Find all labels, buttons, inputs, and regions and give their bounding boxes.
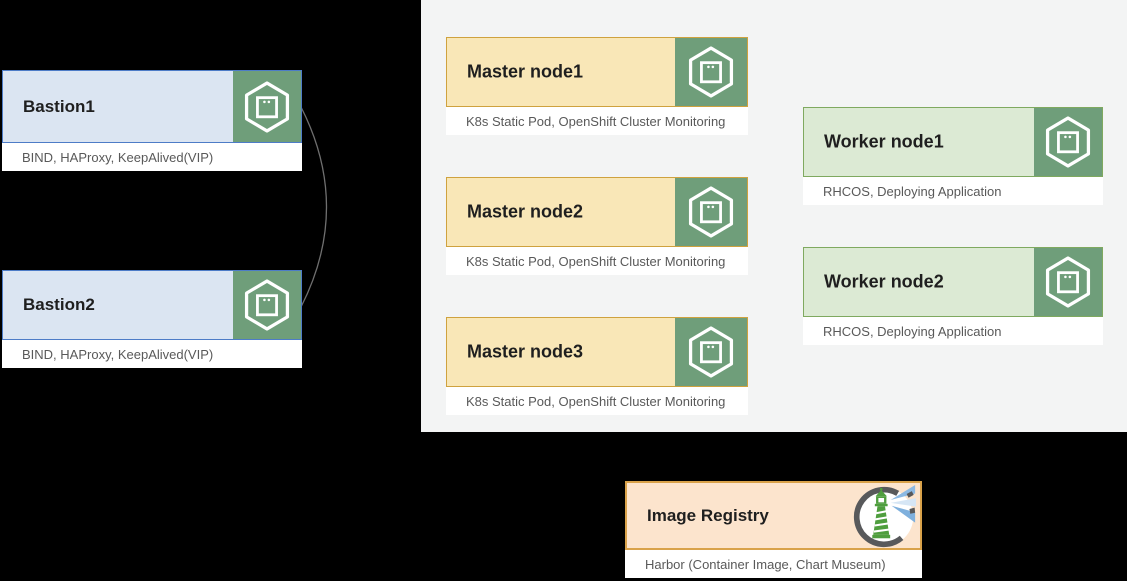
okd-icon-tile	[675, 178, 747, 246]
node-subtitle: K8s Static Pod, OpenShift Cluster Monito…	[446, 247, 748, 275]
okd-hexagon-icon	[1045, 256, 1091, 308]
node-subtitle: Harbor (Container Image, Chart Museum)	[625, 550, 922, 578]
node-box: Master node1	[446, 37, 748, 107]
node-box: Master node3	[446, 317, 748, 387]
node-title: Image Registry	[647, 505, 769, 525]
okd-hexagon-icon	[688, 186, 734, 238]
node-title: Bastion2	[23, 295, 95, 314]
node-title: Master node3	[467, 341, 584, 362]
node-bastion2: Bastion2 BIND, HAProxy, KeepAlived(VIP)	[2, 270, 302, 368]
okd-hexagon-icon	[688, 46, 734, 98]
harbor-lighthouse-icon	[853, 485, 917, 548]
okd-icon-tile	[1034, 108, 1102, 176]
node-master1: Master node1 K8s Static Pod, OpenShift C…	[446, 37, 748, 135]
node-title: Bastion1	[23, 96, 95, 116]
okd-hexagon-icon	[244, 279, 290, 331]
node-bastion1: Bastion1 BIND, HAProxy, KeepAlived(VIP)	[2, 70, 302, 171]
okd-hexagon-icon	[244, 80, 290, 133]
node-image-registry: Image Registry	[625, 481, 922, 578]
node-box: Master node2	[446, 177, 748, 247]
okd-icon-tile	[233, 71, 301, 142]
node-title: Worker node1	[824, 131, 944, 152]
okd-hexagon-icon	[1045, 116, 1091, 168]
node-master2: Master node2 K8s Static Pod, OpenShift C…	[446, 177, 748, 275]
node-title: Master node1	[467, 61, 584, 82]
harbor-logo-icon	[852, 484, 918, 550]
node-worker2: Worker node2 RHCOS, Deploying Applicatio…	[803, 247, 1103, 345]
node-box: Bastion1	[2, 70, 302, 143]
node-subtitle: BIND, HAProxy, KeepAlived(VIP)	[2, 340, 302, 368]
node-box: Worker node2	[803, 247, 1103, 317]
node-box: Bastion2	[2, 270, 302, 340]
okd-icon-tile	[675, 38, 747, 106]
okd-icon-tile	[675, 318, 747, 386]
node-title: Master node2	[467, 201, 584, 222]
okd-icon-tile	[233, 271, 301, 339]
okd-icon-tile	[1034, 248, 1102, 316]
okd-hexagon-icon	[688, 326, 734, 378]
node-box: Image Registry	[625, 481, 922, 550]
node-box: Worker node1	[803, 107, 1103, 177]
node-subtitle: K8s Static Pod, OpenShift Cluster Monito…	[446, 387, 748, 415]
node-title: Worker node2	[824, 271, 944, 292]
node-subtitle: K8s Static Pod, OpenShift Cluster Monito…	[446, 107, 748, 135]
node-subtitle: RHCOS, Deploying Application	[803, 177, 1103, 205]
node-master3: Master node3 K8s Static Pod, OpenShift C…	[446, 317, 748, 415]
node-subtitle: RHCOS, Deploying Application	[803, 317, 1103, 345]
node-worker1: Worker node1 RHCOS, Deploying Applicatio…	[803, 107, 1103, 205]
node-subtitle: BIND, HAProxy, KeepAlived(VIP)	[2, 143, 302, 171]
